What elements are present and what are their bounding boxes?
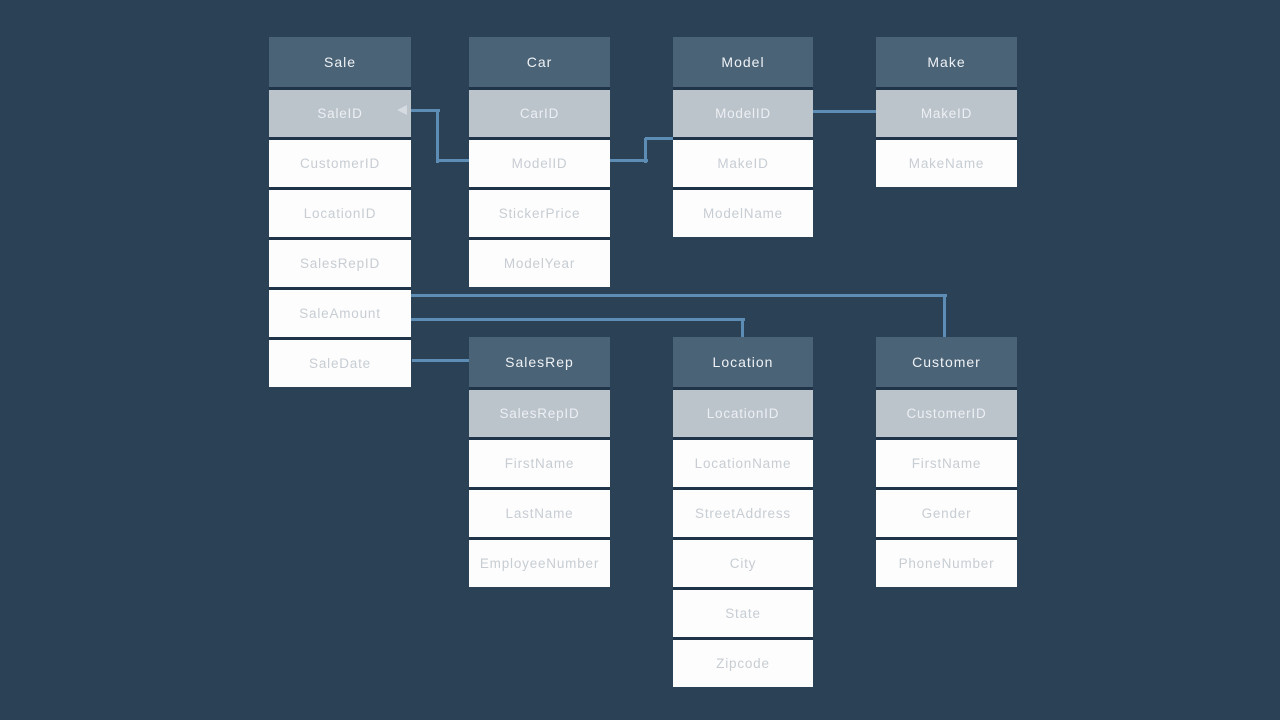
key-column-customerid: CustomerID bbox=[876, 387, 1017, 437]
connector-car-modelid-to-model-makeid bbox=[644, 138, 647, 163]
column-modelname: ModelName bbox=[673, 187, 813, 237]
table-title-customer: Customer bbox=[876, 337, 1017, 387]
key-column-locationid: LocationID bbox=[673, 387, 813, 437]
table-title-salesrep: SalesRep bbox=[469, 337, 610, 387]
column-gender: Gender bbox=[876, 487, 1017, 537]
column-stickerprice: StickerPrice bbox=[469, 187, 610, 237]
table-title-model: Model bbox=[673, 37, 813, 87]
column-modelyear: ModelYear bbox=[469, 237, 610, 287]
connector-car-modelid-to-model-makeid bbox=[610, 159, 648, 162]
key-column-makeid: MakeID bbox=[876, 87, 1017, 137]
connector-sale-saleid-to-car-modelid bbox=[437, 159, 472, 162]
table-title-car: Car bbox=[469, 37, 610, 87]
column-lastname: LastName bbox=[469, 487, 610, 537]
column-zipcode: Zipcode bbox=[673, 637, 813, 687]
table-title-sale: Sale bbox=[269, 37, 411, 87]
connector-arrowhead-icon bbox=[397, 105, 407, 115]
column-employeenumber: EmployeeNumber bbox=[469, 537, 610, 587]
column-phonenumber: PhoneNumber bbox=[876, 537, 1017, 587]
column-locationid: LocationID bbox=[269, 187, 411, 237]
connector-sale-saleamount-to-customer bbox=[943, 295, 946, 341]
key-column-saleid: SaleID bbox=[269, 87, 411, 137]
column-firstname: FirstName bbox=[876, 437, 1017, 487]
column-firstname: FirstName bbox=[469, 437, 610, 487]
column-customerid: CustomerID bbox=[269, 137, 411, 187]
column-salesrepid: SalesRepID bbox=[269, 237, 411, 287]
connector-sale-saleamount-to-location bbox=[411, 318, 745, 321]
column-saledate: SaleDate bbox=[269, 337, 411, 387]
connector-sale-saleamount-to-location bbox=[741, 319, 744, 341]
key-column-carid: CarID bbox=[469, 87, 610, 137]
key-column-salesrepid: SalesRepID bbox=[469, 387, 610, 437]
connector-car-modelid-to-model-makeid bbox=[645, 137, 676, 140]
column-city: City bbox=[673, 537, 813, 587]
connector-model-modelid-to-make-makeid bbox=[808, 110, 879, 113]
key-column-modelid: ModelID bbox=[673, 87, 813, 137]
column-makeid: MakeID bbox=[673, 137, 813, 187]
connector-sale-saleamount-to-customer bbox=[411, 294, 947, 297]
connector-sale-saleid-to-car-modelid bbox=[436, 110, 439, 163]
table-title-make: Make bbox=[876, 37, 1017, 87]
column-makename: MakeName bbox=[876, 137, 1017, 187]
column-state: State bbox=[673, 587, 813, 637]
connector-sale-saleid-to-car-modelid bbox=[411, 109, 440, 112]
column-modelid: ModelID bbox=[469, 137, 610, 187]
column-streetaddress: StreetAddress bbox=[673, 487, 813, 537]
connector-sale-saledate-to-salesrep bbox=[412, 359, 472, 362]
table-title-location: Location bbox=[673, 337, 813, 387]
column-locationname: LocationName bbox=[673, 437, 813, 487]
column-saleamount: SaleAmount bbox=[269, 287, 411, 337]
